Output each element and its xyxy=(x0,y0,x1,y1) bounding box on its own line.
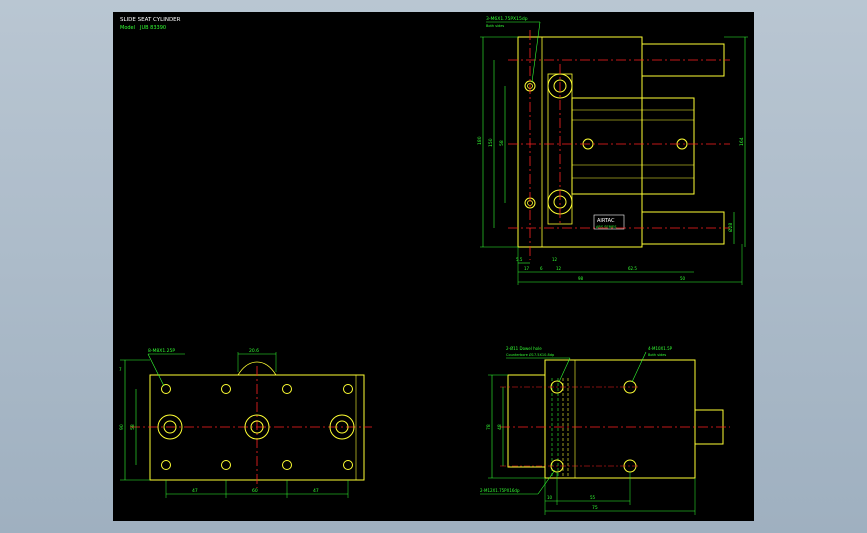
leader-line xyxy=(147,353,165,387)
tap-note: 4-M10X1.5P xyxy=(648,346,673,351)
dim-text: 58 xyxy=(499,140,505,146)
dim-text: 90 xyxy=(119,424,125,430)
dim-text: 12 xyxy=(552,257,558,262)
end-view: 2-Ø11 Dowel hole Counterbore Ø17.5X10.8d… xyxy=(480,346,730,515)
side-view-block xyxy=(541,36,643,248)
bottom-note: 2-M12X1.75PX16dp xyxy=(480,488,520,493)
top-view: 8-M8X1.25P 20.6 7 90 58 xyxy=(119,348,372,498)
dim-text: 58 xyxy=(130,424,136,430)
dim-text: 60 xyxy=(252,488,258,494)
model-value: JUB 83390 xyxy=(139,25,166,31)
tap-hole xyxy=(343,460,353,470)
dowel-note: 2-Ø11 Dowel hole xyxy=(506,346,542,351)
dim-text: 75 xyxy=(592,505,598,511)
hole-note: 8-M8X1.25P xyxy=(148,348,175,354)
leader-line xyxy=(631,351,647,383)
dim-text: 5.5 xyxy=(516,257,523,262)
tap-hole xyxy=(221,384,231,394)
end-view-block xyxy=(574,359,696,479)
dim-text: 20.6 xyxy=(249,348,259,354)
rod-bore xyxy=(329,414,355,440)
dim-text: 78 xyxy=(486,424,492,430)
tap-hole xyxy=(343,384,353,394)
end-view-body xyxy=(544,359,696,479)
dim-text: 12 xyxy=(556,266,562,271)
hole-note: 3-M6X1.75PX15dp xyxy=(486,16,528,22)
dim-text: 50 xyxy=(680,276,686,281)
brand-name: AIRTAC xyxy=(597,218,615,224)
drawing-svg: SLIDE SEAT CYLINDER Model JUB 83390 xyxy=(119,16,748,515)
dim-text: 62.5 xyxy=(628,266,637,271)
top-notch xyxy=(237,361,277,376)
top-view-inner xyxy=(149,374,357,481)
tap-hole xyxy=(161,384,171,394)
dim-text: 47 xyxy=(192,488,198,494)
dim-text: 7 xyxy=(119,367,122,372)
dim-text: 6 xyxy=(540,266,543,271)
dim-text: Ø28 xyxy=(727,223,734,232)
dim-text: 164 xyxy=(739,137,745,146)
leader-line xyxy=(531,21,541,83)
dowel-note-sub: Counterbore Ø17.5X10.8dp xyxy=(506,352,555,357)
tap-hole xyxy=(221,460,231,470)
cylinder-barrel xyxy=(571,97,695,195)
leader-line xyxy=(558,357,571,383)
tap-hole xyxy=(282,384,292,394)
dim-text: 55 xyxy=(590,495,596,500)
dim-text: 48 xyxy=(497,424,503,430)
dim-text: 47 xyxy=(313,488,319,494)
drawing-canvas[interactable]: SLIDE SEAT CYLINDER Model JUB 83390 xyxy=(113,12,754,521)
tap-note-sub: Both sides xyxy=(648,353,666,357)
brand-sub: ARS SERIES xyxy=(596,225,617,229)
brand-plate xyxy=(593,214,625,230)
model-label: Model xyxy=(120,25,135,31)
rod-bore-inner xyxy=(250,420,264,434)
tap-hole xyxy=(161,460,171,470)
dim-text: 150 xyxy=(488,138,494,147)
side-view: AIRTAC ARS SERIES 3-M6X1.75PX15dp Both s… xyxy=(477,16,748,285)
dim-text: 17 xyxy=(524,266,530,271)
side-view-body xyxy=(517,36,643,248)
end-view-flange xyxy=(507,374,546,468)
dim-text: 10 xyxy=(547,495,553,500)
rod-bore xyxy=(157,414,183,440)
hole-note-sub: Both sides xyxy=(486,24,504,28)
dim-text: 180 xyxy=(477,136,483,145)
rod-bore-inner xyxy=(163,420,177,434)
rod-bore-inner xyxy=(335,420,349,434)
leader-line xyxy=(537,469,556,495)
dim-text: 98 xyxy=(578,276,584,281)
rod-bore xyxy=(244,414,270,440)
tap-hole xyxy=(282,460,292,470)
drawing-title: SLIDE SEAT CYLINDER xyxy=(120,17,181,23)
